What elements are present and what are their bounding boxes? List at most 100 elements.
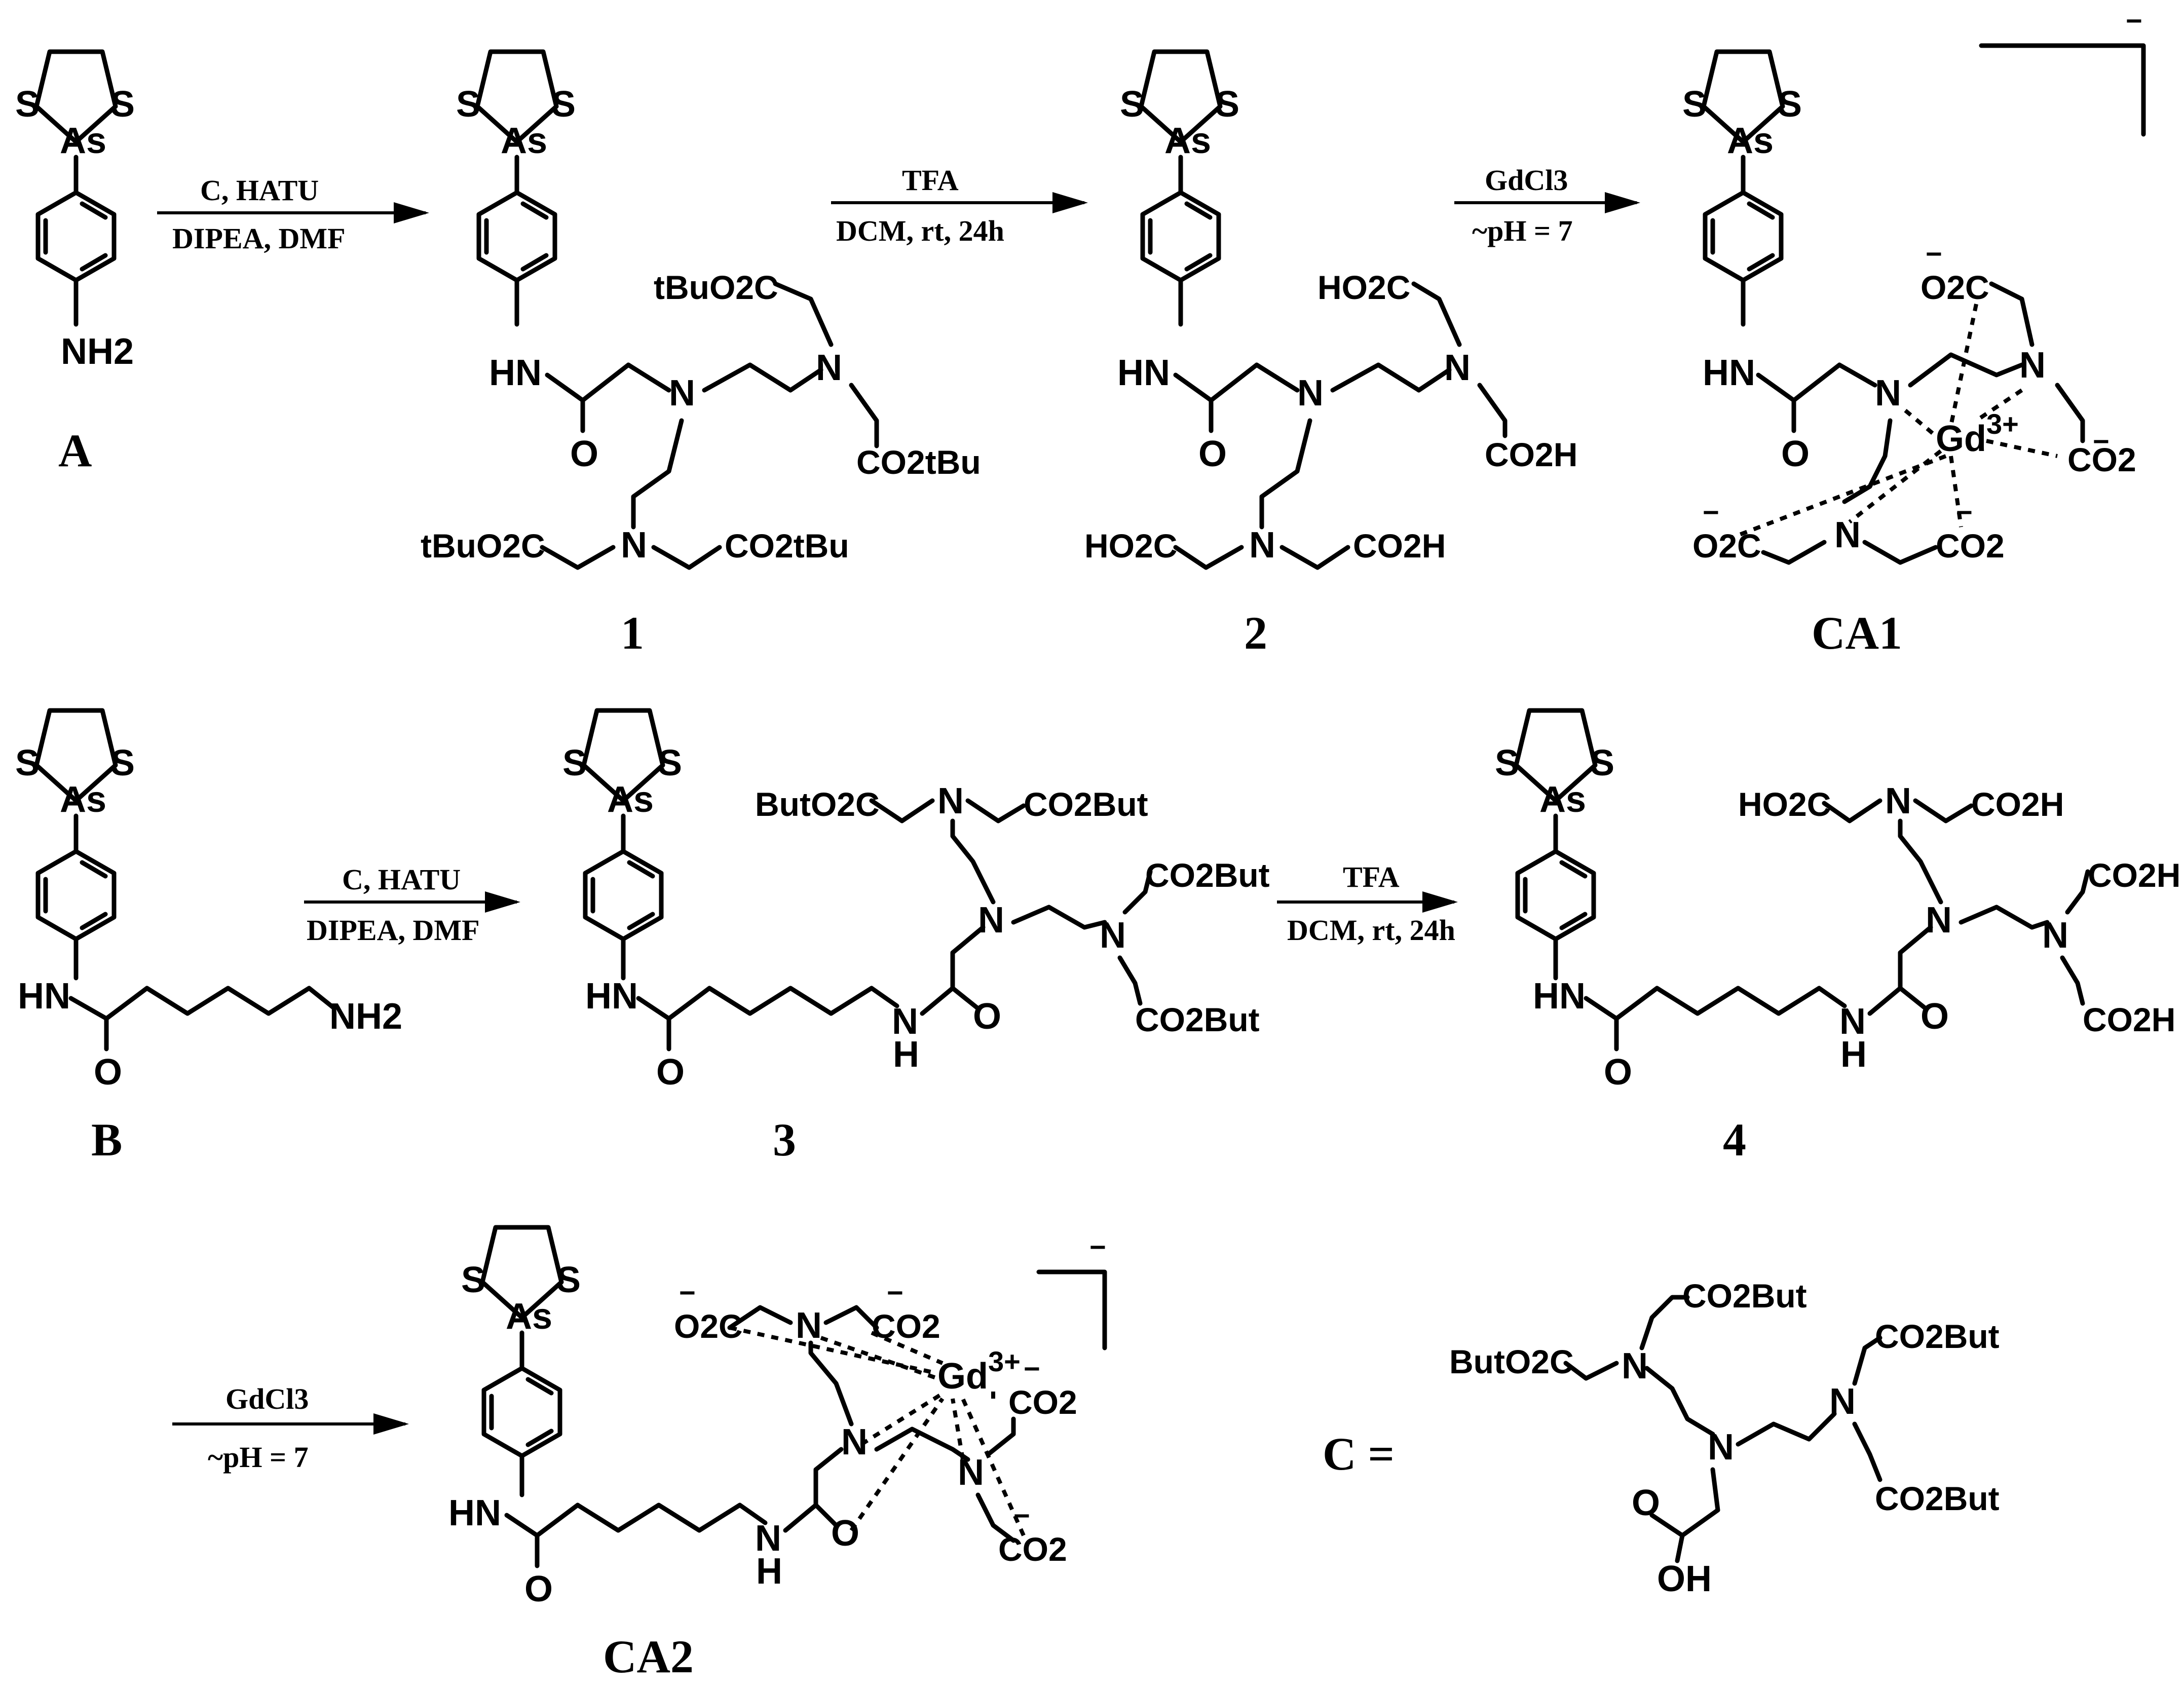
atom-nh: N [1839, 1001, 1866, 1042]
atom-s: S [562, 743, 587, 783]
compound-A: As S S NH2 A [15, 52, 135, 476]
atom-o: O [831, 1513, 859, 1554]
charge-minus: − [1926, 238, 1942, 270]
group-o2c: O2C [674, 1307, 743, 1345]
charge-minus: − [2093, 425, 2110, 457]
label-A: A [58, 425, 92, 476]
atom-n: N [1708, 1427, 1734, 1468]
atom-n: N [1875, 373, 1901, 414]
group-ho2c: HO2C [1084, 527, 1177, 565]
group-buto2c: ButO2C [755, 785, 880, 823]
group-co2h: CO2H [1353, 527, 1446, 565]
group-co2: CO2 [1008, 1383, 1077, 1421]
group-co2h: CO2H [1485, 436, 1577, 473]
atom-o: O [1781, 434, 1810, 474]
condition-top: TFA [902, 164, 959, 197]
atom-s: S [15, 743, 40, 783]
compound-B: As S S HN O NH2 B [15, 710, 402, 1166]
atom-as: As [501, 121, 547, 161]
gd-charge: 3+ [1986, 408, 2019, 440]
atom-nh: N [892, 1001, 918, 1042]
compound-CA1: − As S S HN O N N O2C − CO2 − Gd3+ N O2C… [1682, 5, 2146, 659]
condition-top: TFA [1343, 860, 1400, 893]
atom-nh2: NH2 [61, 331, 134, 372]
arrow-4: C, HATU DIPEA, DMF [304, 863, 520, 947]
group-ho2c: HO2C [1738, 785, 1831, 823]
atom-s: S [461, 1260, 485, 1300]
atom-n: N [1444, 348, 1471, 388]
atom-hn: HN [489, 353, 542, 393]
atom-gd: Gd3+ [1936, 408, 2019, 459]
atom-s: S [556, 1260, 581, 1300]
label-2: 2 [1244, 607, 1267, 659]
charge-minus: − [1024, 1353, 1040, 1384]
charge-minus: − [2126, 5, 2142, 36]
arrow-5: TFA DCM, rt, 24h [1277, 860, 1458, 947]
atom-oh: OH [1657, 1559, 1712, 1599]
group-co2but: CO2But [1875, 1480, 2000, 1517]
atom-as: As [506, 1296, 552, 1337]
atom-as: As [607, 779, 654, 820]
atom-s: S [1778, 84, 1802, 125]
atom-o: O [524, 1569, 553, 1609]
atom-h: H [1840, 1034, 1867, 1075]
atom-n: N [669, 373, 695, 414]
arrow-2: TFA DCM, rt, 24h [831, 164, 1088, 247]
label-4: 4 [1723, 1114, 1746, 1166]
group-co2h: CO2H [1971, 785, 2064, 823]
atom-s: S [110, 743, 135, 783]
atom-h: H [756, 1551, 782, 1592]
condition-top: C, HATU [342, 863, 461, 896]
atom-s: S [15, 84, 40, 125]
atom-hn: HN [448, 1493, 501, 1533]
group-o2c: O2C [1921, 269, 1989, 306]
charge-minus: − [1013, 1499, 1030, 1531]
compound-C: C = N CO2But ButO2C N N CO2But CO2But O … [1323, 1277, 2000, 1599]
atom-s: S [456, 84, 480, 125]
group-co2: CO2 [998, 1530, 1067, 1568]
atom-hn: HN [1703, 353, 1755, 393]
atom-gd: Gd3+ [937, 1345, 1021, 1397]
condition-bottom: ~pH = 7 [1472, 214, 1573, 247]
atom-hn: HN [585, 976, 638, 1017]
group-co2but: CO2But [1135, 1001, 1260, 1038]
atom-as: As [1727, 121, 1774, 161]
charge-minus: − [887, 1277, 903, 1308]
gd-charge: 3+ [988, 1345, 1021, 1377]
atom-as: As [1164, 121, 1211, 161]
group-co2: CO2 [2067, 441, 2136, 478]
condition-top: GdCl3 [1485, 164, 1568, 197]
label-CA1: CA1 [1812, 607, 1902, 659]
atom-o: O [1604, 1052, 1632, 1093]
atom-n: N [1885, 781, 1911, 821]
group-co2but: CO2But [1875, 1318, 2000, 1355]
atom-s: S [1682, 84, 1707, 125]
atom-o: O [1632, 1483, 1660, 1523]
condition-bottom: DIPEA, DMF [307, 914, 480, 947]
group-co2h: CO2H [2088, 856, 2180, 894]
atom-n: N [2019, 345, 2046, 386]
atom-n: N [621, 525, 647, 566]
group-co2: CO2 [1936, 527, 2005, 565]
label-1: 1 [621, 607, 644, 659]
compound-3: As S S HN O N H O N N ButO2C CO2But N CO… [562, 710, 1270, 1166]
group-co2but: CO2But [1024, 785, 1148, 823]
atom-o: O [570, 434, 598, 474]
arrow-3: GdCl3 ~pH = 7 [1454, 164, 1640, 247]
atom-n: N [1622, 1346, 1648, 1386]
atom-nh2: NH2 [329, 996, 402, 1037]
group-ho2c: HO2C [1317, 269, 1410, 306]
atom-s: S [1495, 743, 1519, 783]
atom-s: S [658, 743, 682, 783]
group-o2c: O2C [1692, 527, 1761, 565]
atom-n: N [937, 781, 964, 821]
atom-o: O [656, 1052, 685, 1093]
atom-hn: HN [18, 976, 70, 1017]
group-tbuo2c: tBuO2C [654, 269, 778, 306]
condition-top: C, HATU [200, 174, 319, 207]
group-tbuo2c: tBuO2C [421, 527, 545, 565]
group-co2tbu: CO2tBu [725, 527, 849, 565]
compound-2: As S S HN O N N HO2C CO2H N HO2C CO2H 2 [1084, 52, 1577, 659]
atom-h: H [893, 1034, 919, 1075]
